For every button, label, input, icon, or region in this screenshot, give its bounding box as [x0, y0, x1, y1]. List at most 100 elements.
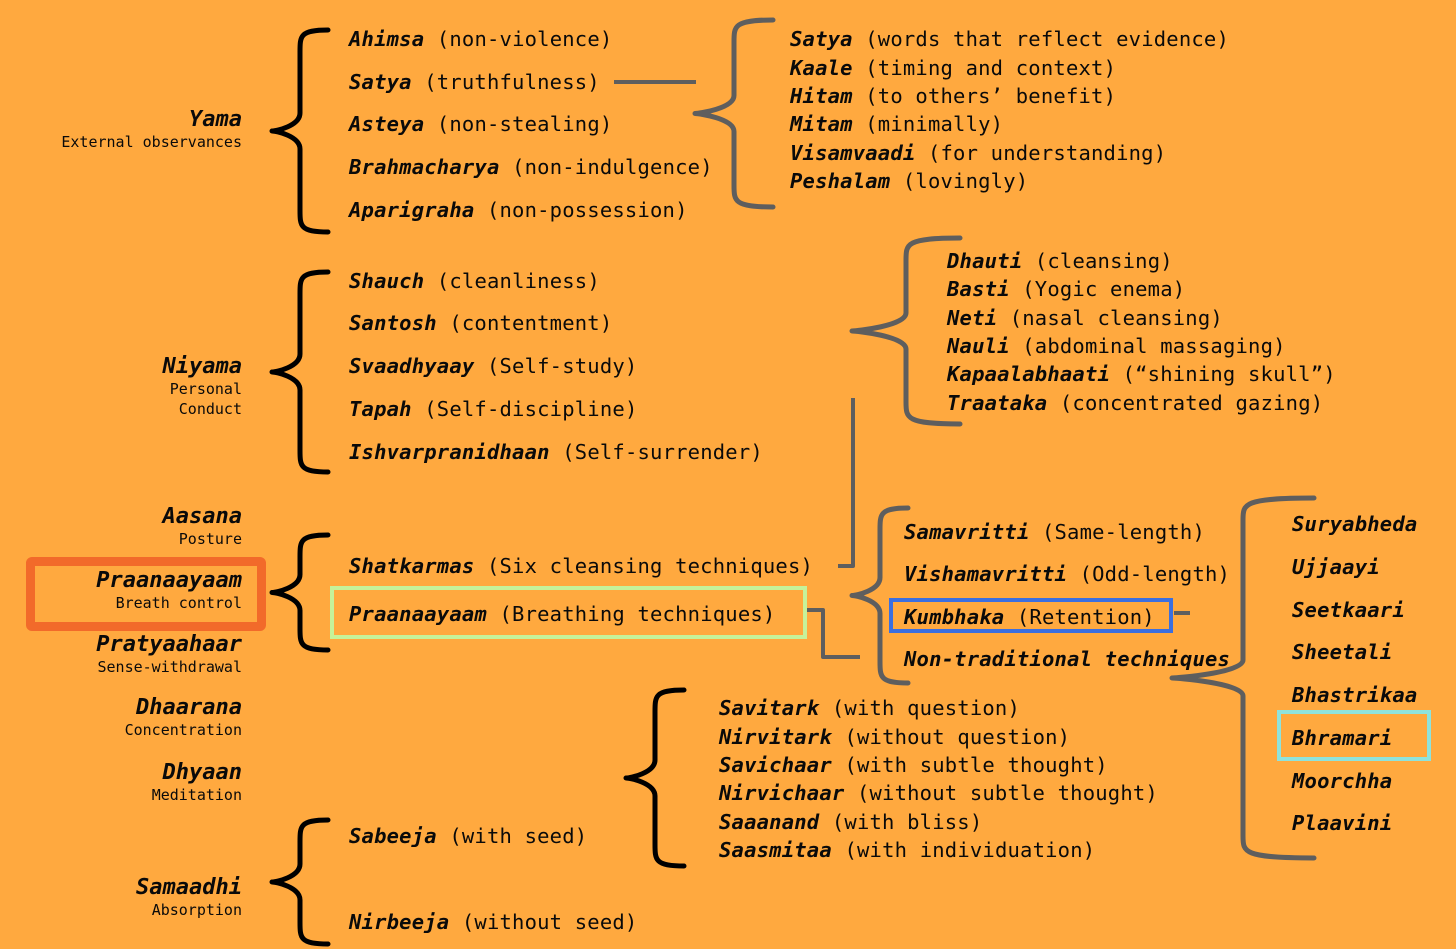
- sabeeja-item: Nirvitark (without question): [719, 724, 1070, 750]
- limb-title: Yama: [189, 107, 242, 132]
- sabeeja-item: Saasmitaa (with individuation): [719, 837, 1095, 863]
- item-term: Moorchha: [1292, 769, 1393, 793]
- brace-breathing: [849, 505, 911, 686]
- item-term: Santosh: [349, 311, 437, 335]
- item-gloss: (without subtle thought): [856, 781, 1158, 805]
- item-gloss: (for understanding): [927, 141, 1167, 165]
- item-gloss: (Self-study): [486, 354, 638, 378]
- niyama-item: Tapah (Self-discipline): [349, 396, 637, 422]
- shatkarma-item: Neti (nasal cleansing): [947, 305, 1223, 331]
- highlight-bhramari: [1277, 710, 1431, 761]
- item-term: Svaadhyaay: [349, 354, 475, 378]
- item-term: Basti: [947, 277, 1010, 301]
- item-term: Sheetali: [1292, 640, 1393, 664]
- item-gloss: (Self-surrender): [562, 440, 763, 464]
- item-gloss: (with subtle thought): [844, 753, 1108, 777]
- item-gloss: (abdominal massaging): [1022, 334, 1286, 358]
- item-gloss: (lovingly): [902, 169, 1029, 193]
- breathing-item: Vishamavritti (Odd-length): [904, 561, 1230, 587]
- niyama-item: Shauch (cleanliness): [349, 268, 600, 294]
- brace-satya: [692, 17, 776, 210]
- kumbhaka-item: Ujjaayi: [1292, 554, 1380, 580]
- item-gloss: (cleansing): [1034, 249, 1173, 273]
- item-gloss: (without seed): [461, 910, 638, 934]
- item-gloss: (Self-discipline): [424, 397, 638, 421]
- item-gloss: (non-stealing): [436, 112, 613, 136]
- item-term: Peshalam: [790, 169, 891, 193]
- shatkarma-item: Basti (Yogic enema): [947, 276, 1185, 302]
- sabeeja-item: Savichaar (with subtle thought): [719, 752, 1108, 778]
- item-term: Mitam: [790, 112, 853, 136]
- item-term: Aparigraha: [349, 198, 475, 222]
- item-gloss: (Yogic enema): [1022, 277, 1186, 301]
- yama-item: Brahmacharya (non-indulgence): [349, 154, 713, 180]
- item-gloss: (non-indulgence): [512, 155, 713, 179]
- satya-item: Mitam (minimally): [790, 111, 1003, 137]
- yama-item: Ahimsa (non-violence): [349, 26, 612, 52]
- item-term: Nirvichaar: [719, 781, 845, 805]
- brace-sabeeja: [623, 687, 687, 869]
- brace-yama: [269, 27, 331, 235]
- limb-niyama: Niyama Personal Conduct: [163, 355, 242, 419]
- item-term: Shatkarmas: [349, 554, 475, 578]
- brace-praanaayaam: [269, 532, 331, 653]
- item-term: Tapah: [349, 397, 412, 421]
- item-gloss: (with seed): [449, 824, 588, 848]
- limb-pratyaahaar: Pratyaahaar Sense-withdrawal: [96, 633, 242, 677]
- item-gloss: (concentrated gazing): [1059, 391, 1324, 415]
- limb-aasana: Aasana Posture: [163, 505, 242, 549]
- item-term: Dhauti: [947, 249, 1023, 273]
- item-gloss: (Same-length): [1041, 520, 1206, 544]
- breathing-item: Non-traditional techniques: [904, 646, 1230, 672]
- item-term: Plaavini: [1292, 811, 1393, 835]
- brace-niyama: [269, 269, 331, 475]
- limb-yama: Yama External observances: [61, 108, 242, 152]
- item-term: Hitam: [790, 84, 853, 108]
- item-gloss: (with individuation): [844, 838, 1096, 862]
- niyama-item: Ishvarpranidhaan (Self-surrender): [349, 439, 763, 465]
- item-gloss: (non-violence): [436, 27, 613, 51]
- item-term: Satya: [349, 70, 412, 94]
- kumbhaka-item: Moorchha: [1292, 768, 1392, 794]
- item-gloss: (truthfulness): [424, 70, 600, 94]
- brace-shatkarmas: [849, 235, 963, 427]
- niyama-item: Svaadhyaay (Self-study): [349, 353, 637, 379]
- item-term: Vishamavritti: [904, 562, 1068, 586]
- connector-breathing-techniques: [806, 608, 860, 659]
- item-term: Shauch: [349, 269, 425, 293]
- limb-title: Niyama: [162, 354, 242, 379]
- item-gloss: (to others’ benefit): [865, 84, 1117, 108]
- yama-item: Asteya (non-stealing): [349, 111, 612, 137]
- item-gloss: (minimally): [865, 112, 1004, 136]
- satya-item: Hitam (to others’ benefit): [790, 83, 1116, 109]
- item-term: Bhramari: [1292, 726, 1393, 750]
- item-term: Nauli: [947, 334, 1010, 358]
- satya-item: Satya (words that reflect evidence): [790, 26, 1229, 52]
- item-term: Saaanand: [719, 810, 820, 834]
- item-term: Non-traditional techniques: [904, 647, 1231, 671]
- item-gloss: (with bliss): [831, 810, 983, 834]
- item-gloss: (without question): [844, 725, 1071, 749]
- item-term: Samavritti: [904, 520, 1030, 544]
- praanaayaam-item: Praanaayaam (Breathing techniques): [349, 601, 775, 627]
- limb-praanaayaam: Praanaayaam Breath control: [96, 569, 242, 613]
- item-term: Seetkaari: [1292, 598, 1405, 622]
- limb-title: Praanaayaam: [96, 568, 242, 593]
- limb-subtitle: Posture: [178, 530, 242, 548]
- breathing-item: Kumbhaka (Retention): [904, 604, 1155, 630]
- connector-shatkarmas: [838, 398, 855, 568]
- satya-item: Visamvaadi (for understanding): [790, 140, 1166, 166]
- kumbhaka-item: Sheetali: [1292, 639, 1392, 665]
- limb-title: Dhyaan: [162, 760, 242, 785]
- item-term: Brahmacharya: [349, 155, 500, 179]
- item-gloss: (contentment): [449, 311, 613, 335]
- item-gloss: (non-possession): [486, 198, 688, 222]
- item-term: Satya: [790, 27, 853, 51]
- brace-kumbhaka: [1169, 495, 1317, 861]
- sabeeja-item: Nirvichaar (without subtle thought): [719, 780, 1158, 806]
- item-term: Nirbeeja: [349, 910, 450, 934]
- satya-item: Peshalam (lovingly): [790, 168, 1028, 194]
- limb-title: Aasana: [162, 504, 242, 529]
- item-gloss: (Six cleansing techniques): [486, 554, 814, 578]
